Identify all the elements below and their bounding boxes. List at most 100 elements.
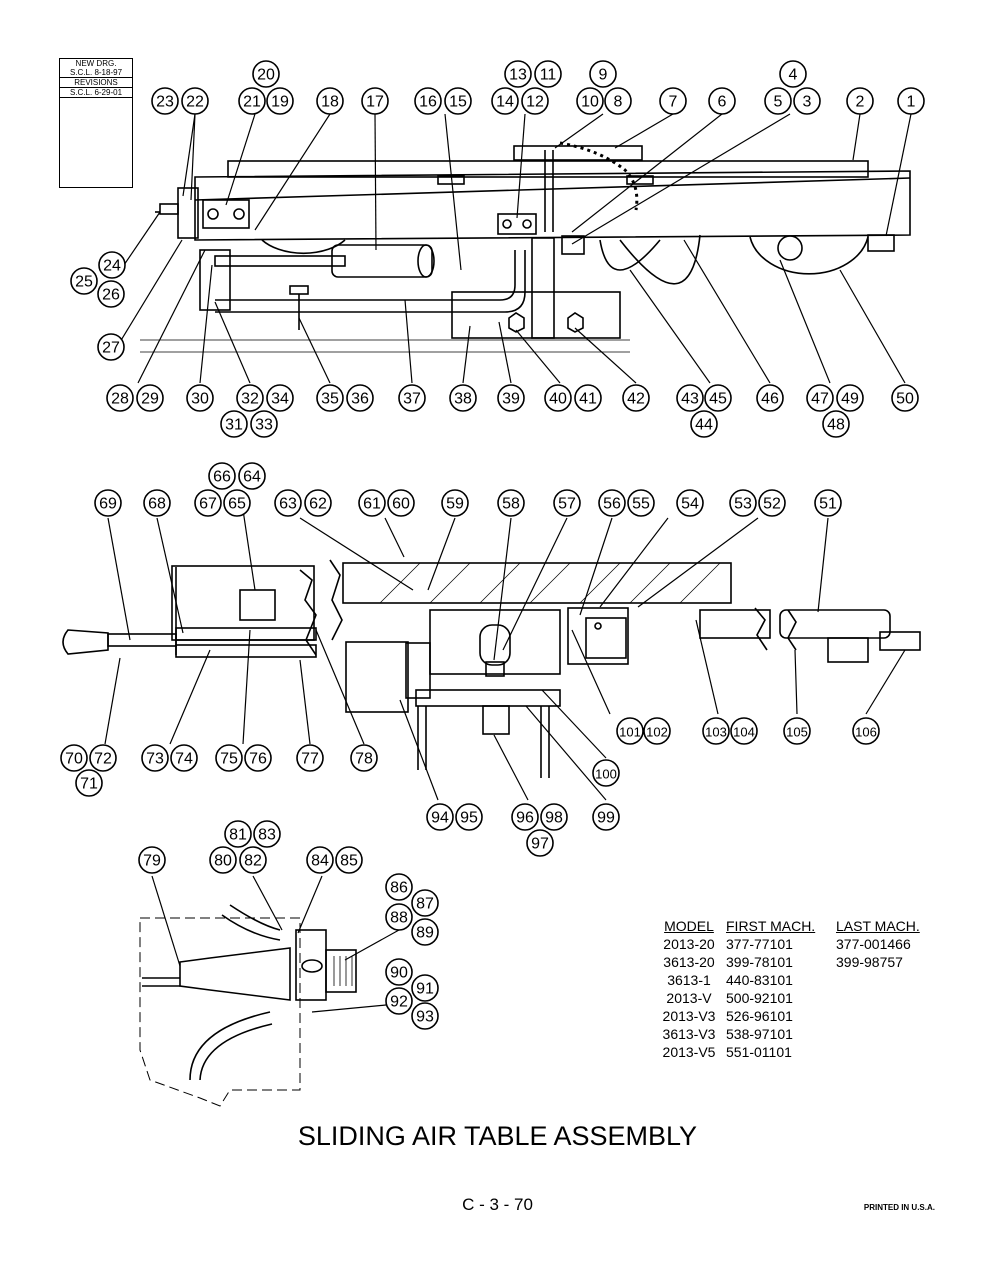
callout-label: 63 bbox=[279, 496, 297, 513]
callout-label: 17 bbox=[366, 94, 384, 111]
callout-bubble-85: 85 bbox=[335, 846, 363, 874]
callout-circle bbox=[627, 489, 655, 517]
callout-label: 90 bbox=[390, 965, 408, 982]
callout-circle bbox=[540, 803, 568, 831]
callout-circle bbox=[491, 87, 519, 115]
callout-label: 31 bbox=[225, 417, 243, 434]
callout-label: 52 bbox=[763, 496, 781, 513]
callout-circle bbox=[521, 87, 549, 115]
callout-bubble-30: 30 bbox=[186, 384, 214, 412]
callout-bubble-102: 102 bbox=[643, 717, 671, 745]
callout-bubble-77: 77 bbox=[296, 744, 324, 772]
callout-circle bbox=[385, 958, 413, 986]
cell-last bbox=[836, 971, 946, 989]
callout-label: 33 bbox=[255, 417, 273, 434]
callout-label: 71 bbox=[80, 776, 98, 793]
callout-label: 87 bbox=[416, 896, 434, 913]
callout-label: 66 bbox=[213, 469, 231, 486]
callout-circle bbox=[449, 384, 477, 412]
callout-bubble-94: 94 bbox=[426, 803, 454, 831]
callout-circle bbox=[170, 744, 198, 772]
callout-bubble-22: 22 bbox=[181, 87, 209, 115]
revision-block: NEW DRG. S.C.L. 8-18-97 REVISIONS S.C.L.… bbox=[59, 58, 133, 188]
callout-bubble-92: 92 bbox=[385, 987, 413, 1015]
callout-circle bbox=[151, 87, 179, 115]
callout-circle bbox=[676, 489, 704, 517]
callout-circle bbox=[215, 744, 243, 772]
callout-bubble-36: 36 bbox=[346, 384, 374, 412]
callout-circle bbox=[758, 489, 786, 517]
callout-circle bbox=[250, 410, 278, 438]
callout-label: 65 bbox=[228, 496, 246, 513]
cell-model: 2013-V5 bbox=[662, 1044, 716, 1060]
callout-label: 94 bbox=[431, 810, 449, 827]
callout-label: 6 bbox=[718, 94, 727, 111]
callout-label: 76 bbox=[249, 751, 267, 768]
table-row: 2013-V5 551-01101 bbox=[652, 1043, 946, 1061]
cell-model: 2013-20 bbox=[663, 936, 715, 952]
callout-circle bbox=[814, 489, 842, 517]
rev-line-3: REVISIONS bbox=[60, 77, 132, 87]
callout-label: 68 bbox=[148, 496, 166, 513]
callout-bubble-63: 63 bbox=[274, 489, 302, 517]
callout-label: 50 bbox=[896, 391, 914, 408]
callout-label: 70 bbox=[65, 751, 83, 768]
cell-last: 399-98757 bbox=[836, 954, 903, 970]
callout-label: 103 bbox=[705, 725, 727, 740]
callout-bubble-16: 16 bbox=[414, 87, 442, 115]
callout-bubble-28: 28 bbox=[106, 384, 134, 412]
callout-circle bbox=[411, 974, 439, 1002]
callout-bubble-82: 82 bbox=[239, 846, 267, 874]
callout-bubble-91: 91 bbox=[411, 974, 439, 1002]
callout-bubble-59: 59 bbox=[441, 489, 469, 517]
callout-circle bbox=[806, 384, 834, 412]
callout-circle bbox=[138, 846, 166, 874]
callout-bubble-35: 35 bbox=[316, 384, 344, 412]
table-row: 2013-V 500-92101 bbox=[652, 989, 946, 1007]
callout-circle bbox=[186, 384, 214, 412]
printed-note: PRINTED IN U.S.A. bbox=[863, 1203, 935, 1212]
callout-circle bbox=[141, 744, 169, 772]
callout-label: 5 bbox=[774, 94, 783, 111]
callout-label: 13 bbox=[509, 67, 527, 84]
callout-circle bbox=[553, 489, 581, 517]
callout-circle bbox=[136, 384, 164, 412]
callout-label: 9 bbox=[599, 67, 608, 84]
callout-label: 48 bbox=[827, 417, 845, 434]
callout-circle bbox=[622, 384, 650, 412]
callout-bubble-14: 14 bbox=[491, 87, 519, 115]
callout-label: 46 bbox=[761, 391, 779, 408]
callout-circle bbox=[511, 803, 539, 831]
callout-circle bbox=[253, 820, 281, 848]
callout-circle bbox=[266, 87, 294, 115]
callout-label: 37 bbox=[403, 391, 421, 408]
callout-circle bbox=[411, 1002, 439, 1030]
callout-circle bbox=[589, 60, 617, 88]
callout-label: 99 bbox=[597, 810, 615, 827]
callout-circle bbox=[316, 384, 344, 412]
table-row: 2013-V3 526-96101 bbox=[652, 1007, 946, 1025]
callout-bubble-84: 84 bbox=[306, 846, 334, 874]
header-first-mach: FIRST MACH. bbox=[726, 918, 816, 934]
callout-label: 49 bbox=[841, 391, 859, 408]
callout-circle bbox=[194, 489, 222, 517]
callout-bubble-12: 12 bbox=[521, 87, 549, 115]
callout-label: 62 bbox=[309, 496, 327, 513]
callout-circle bbox=[208, 462, 236, 490]
cell-model: 3613-V3 bbox=[662, 1026, 716, 1042]
callout-circle bbox=[239, 846, 267, 874]
callout-bubble-88: 88 bbox=[385, 903, 413, 931]
callout-label: 89 bbox=[416, 925, 434, 942]
callout-bubble-71: 71 bbox=[75, 769, 103, 797]
callout-label: 57 bbox=[558, 496, 576, 513]
cell-last bbox=[836, 1043, 946, 1061]
callout-bubble-52: 52 bbox=[758, 489, 786, 517]
callout-circle bbox=[89, 744, 117, 772]
rev-divider bbox=[60, 97, 132, 98]
callout-circle bbox=[98, 251, 126, 279]
callout-circle bbox=[414, 87, 442, 115]
callout-bubble-6: 6 bbox=[708, 87, 736, 115]
callout-label: 12 bbox=[526, 94, 544, 111]
page-number: C - 3 - 70 bbox=[462, 1195, 533, 1214]
bottom-assembly-view bbox=[139, 904, 357, 1107]
